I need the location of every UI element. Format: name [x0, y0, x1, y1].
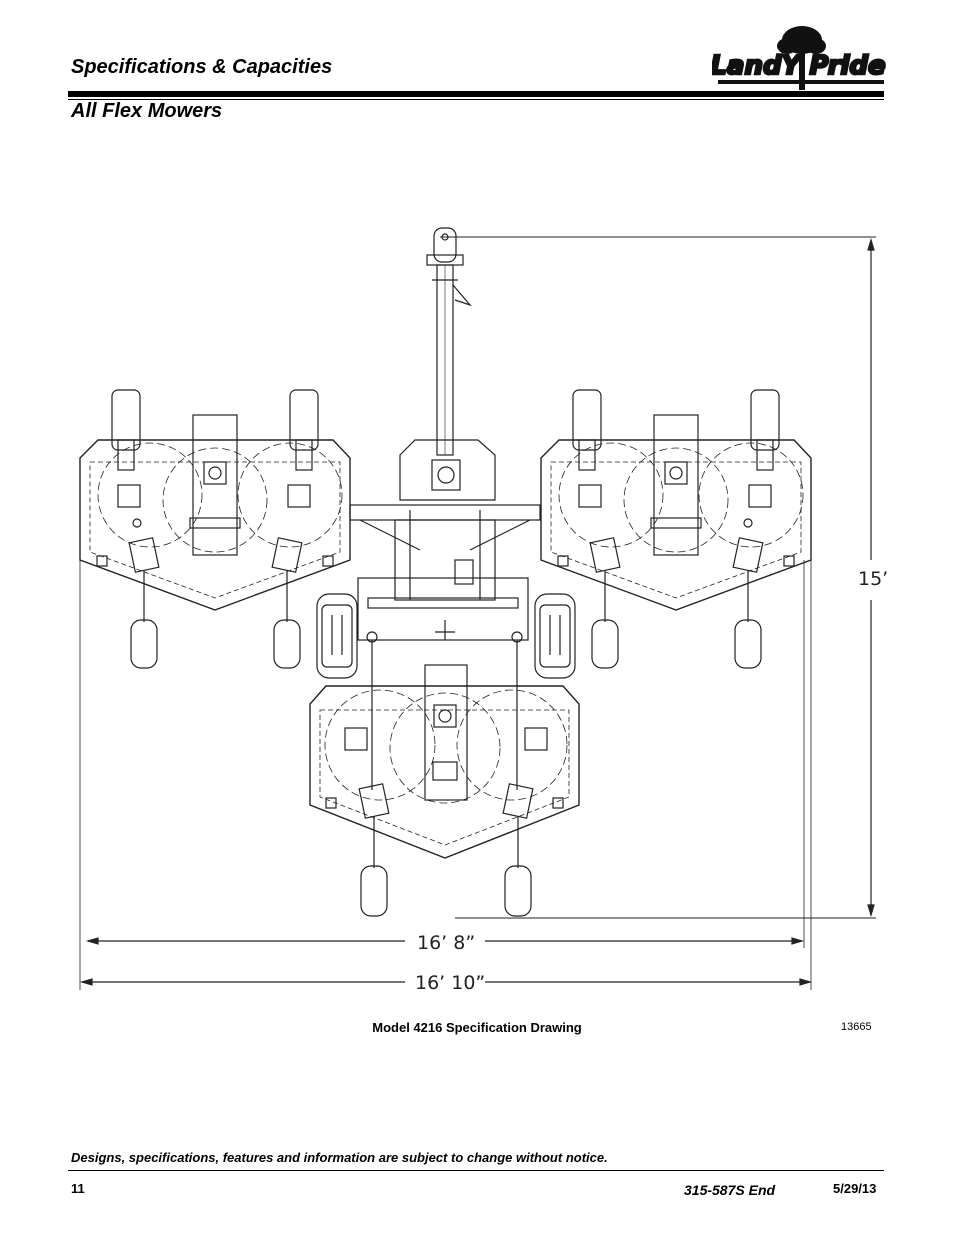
footer-disclaimer: Designs, specifications, features and in…	[71, 1150, 608, 1165]
page-number: 11	[71, 1181, 85, 1196]
document-number: 315-587S End	[684, 1182, 776, 1198]
hitch-tongue	[426, 227, 472, 456]
svg-text:LandY Pride: LandY Pride	[712, 51, 886, 81]
document-date: 5/29/13	[833, 1181, 877, 1196]
spec-drawing: 15’ 16’ 8” 16’ 10”	[79, 227, 888, 994]
dim-outer-width-label: 16’ 10”	[415, 972, 485, 994]
dim-inner-width-label: 16’ 8”	[417, 932, 475, 954]
right-wing-deck	[540, 389, 812, 669]
section-title: All Flex Mowers	[71, 100, 223, 122]
left-wing-deck	[79, 389, 351, 669]
transport-wheel-left	[316, 593, 358, 679]
dim-height-label: 15’	[858, 568, 888, 590]
transport-wheel-right	[534, 593, 576, 679]
header-rule	[68, 91, 884, 97]
brand-logo: LandY Pride LandY Pride	[712, 26, 887, 90]
brand-wordmark: LandY Pride	[712, 51, 886, 81]
dimension-lines	[79, 236, 876, 990]
header-rule-thin	[68, 99, 884, 100]
header-title: Specifications & Capacities	[71, 56, 333, 78]
drawing-caption: Model 4216 Specification Drawing	[372, 1020, 582, 1035]
footer-rule	[68, 1170, 884, 1171]
center-deck	[309, 640, 580, 917]
drawing-number: 13665	[841, 1021, 872, 1033]
center-frame	[349, 439, 541, 643]
